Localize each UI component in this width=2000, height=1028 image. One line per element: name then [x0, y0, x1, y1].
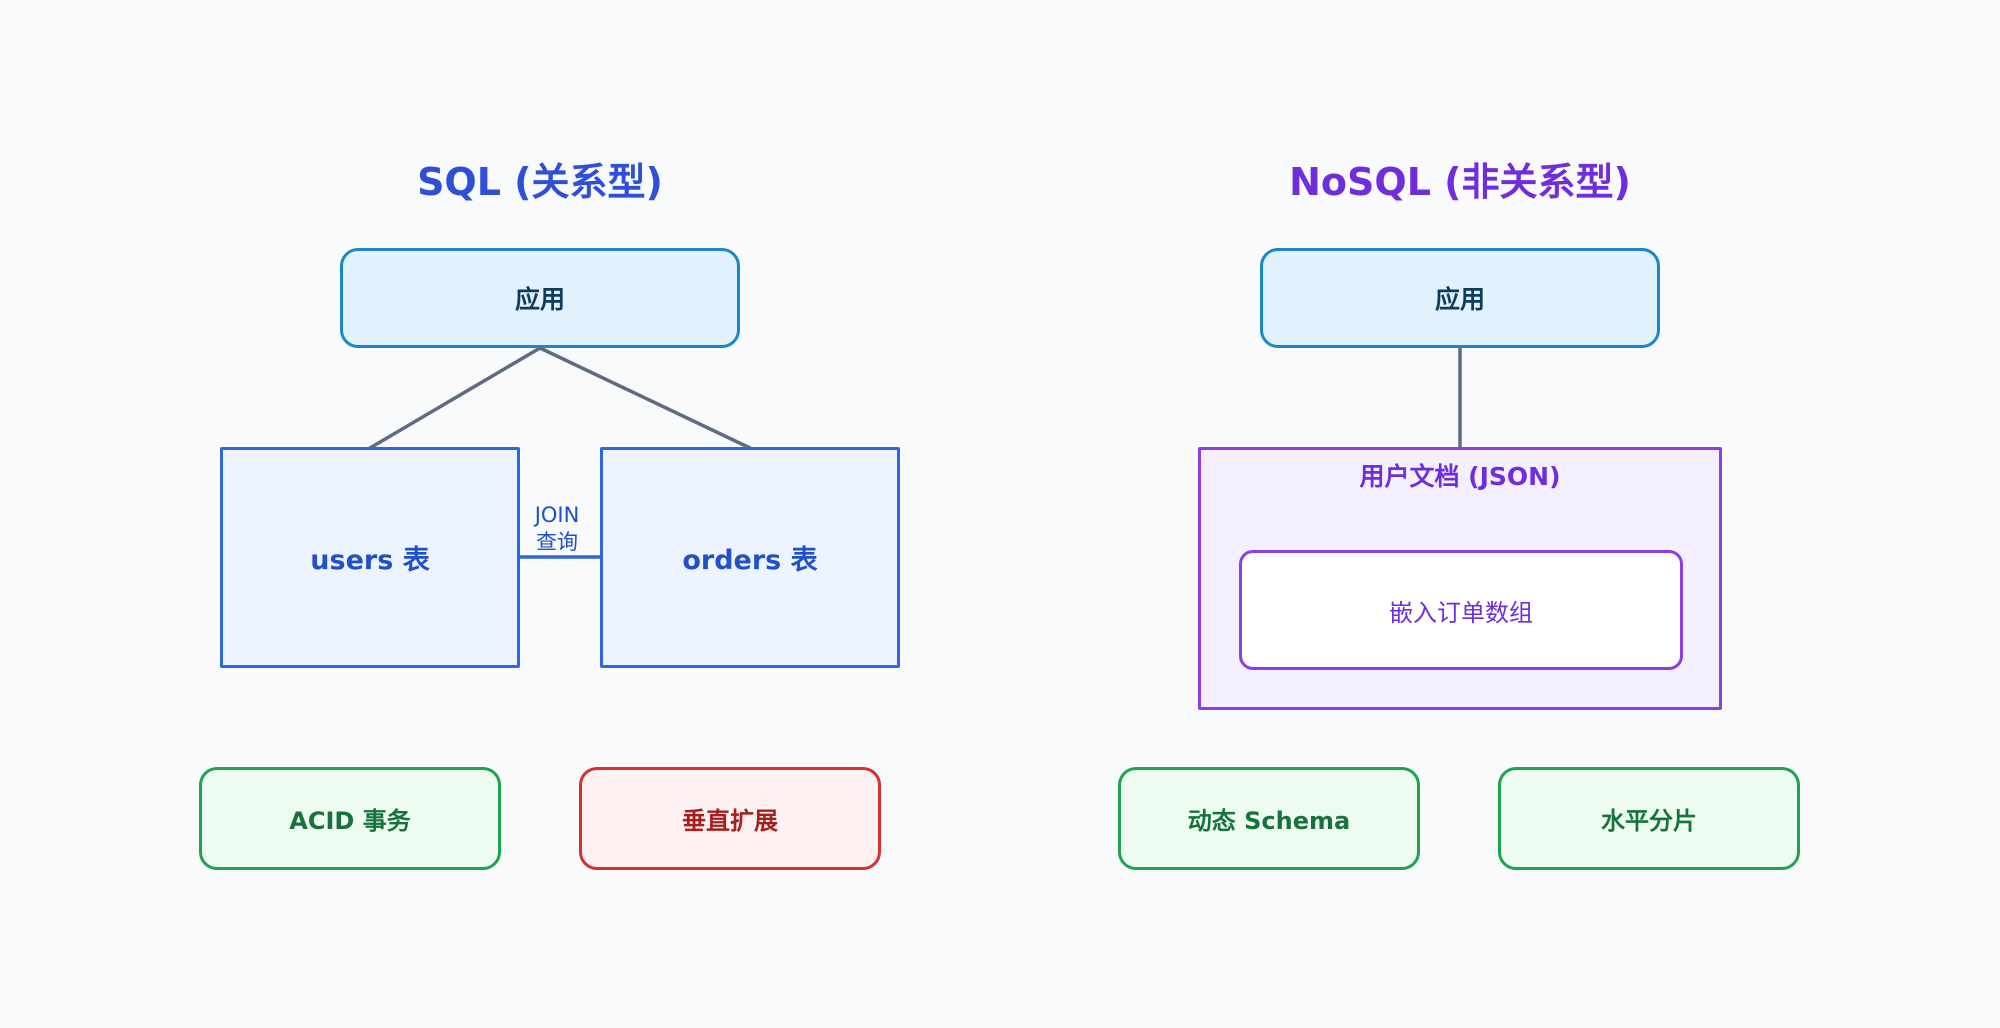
nosql-app-node: 应用 — [1260, 248, 1660, 348]
users-table-node: users 表 — [220, 447, 520, 668]
join-label-line1: JOIN — [534, 503, 580, 527]
sql-title: SQL (关系型) — [417, 160, 663, 204]
user-document-node: 用户文档 (JSON) 嵌入订单数组 — [1198, 447, 1722, 710]
vertical-scaling-badge: 垂直扩展 — [579, 767, 881, 870]
orders-table-node: orders 表 — [600, 447, 900, 668]
document-title: 用户文档 (JSON) — [1359, 462, 1561, 491]
connector-app-to-orders — [538, 346, 752, 450]
dynamic-schema-badge: 动态 Schema — [1118, 767, 1420, 870]
join-query-label: JOIN 查询 — [522, 502, 592, 556]
join-label-line2: 查询 — [536, 530, 578, 554]
embedded-orders-node: 嵌入订单数组 — [1239, 550, 1683, 670]
nosql-title: NoSQL (非关系型) — [1289, 160, 1631, 204]
connector-app-to-users — [368, 346, 542, 450]
sql-app-node: 应用 — [340, 248, 740, 348]
acid-transactions-badge: ACID 事务 — [199, 767, 501, 870]
horizontal-sharding-badge: 水平分片 — [1498, 767, 1800, 870]
